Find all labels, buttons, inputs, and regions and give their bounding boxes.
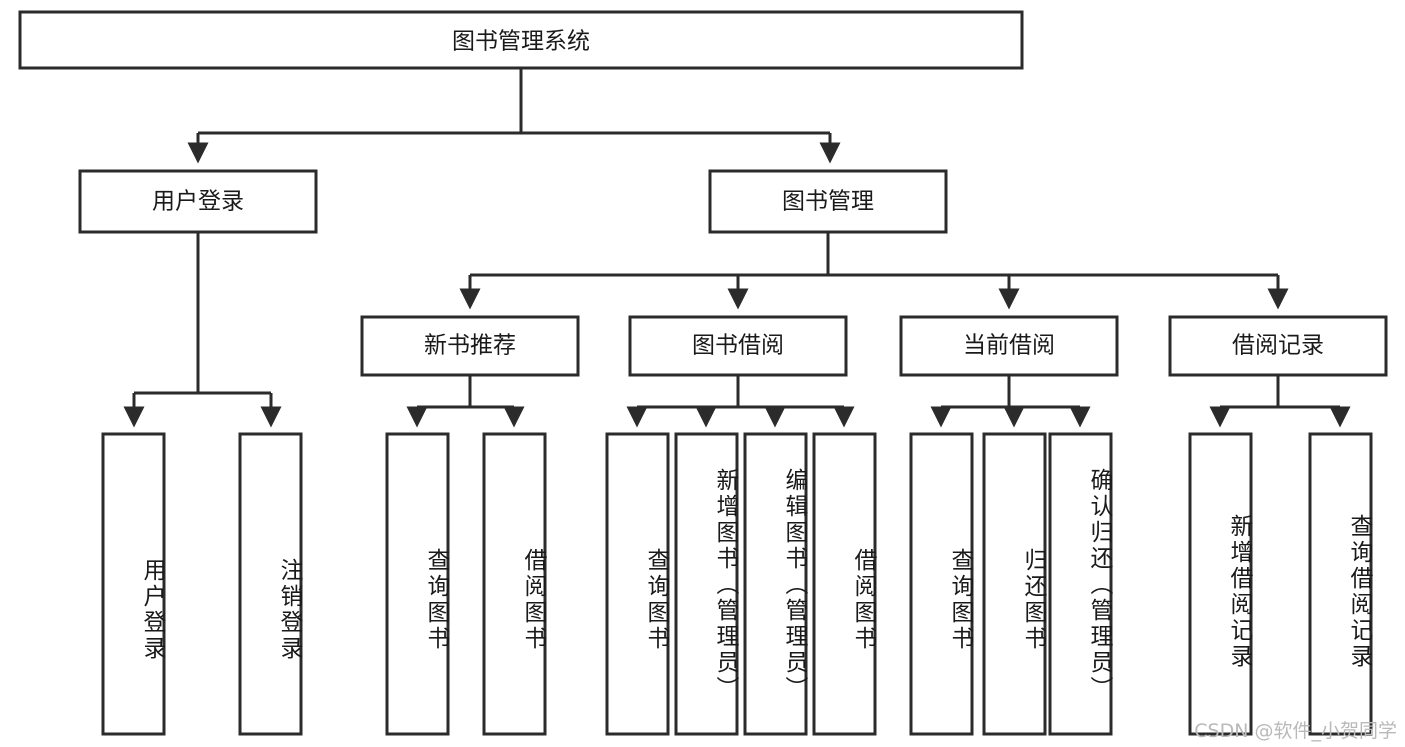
node-new-book-rec-label: 新书推荐 <box>424 333 516 359</box>
connector-user-login-to-leaves <box>123 232 282 428</box>
leaf-boxes <box>101 432 1373 736</box>
leaf-box-borrow-book-1[interactable] <box>482 432 547 736</box>
node-root-label: 图书管理系统 <box>452 29 590 55</box>
node-user-login-label: 用户登录 <box>152 189 244 215</box>
node-root[interactable]: 图书管理系统 <box>18 10 1024 70</box>
leaf-box-add-record[interactable] <box>1188 432 1253 736</box>
node-book-borrow[interactable]: 图书借阅 <box>628 315 848 377</box>
node-borrow-record[interactable]: 借阅记录 <box>1168 315 1388 377</box>
leaf-box-query-record[interactable] <box>1308 432 1373 736</box>
node-current-borrow[interactable]: 当前借阅 <box>899 315 1119 377</box>
node-book-manage[interactable]: 图书管理 <box>708 169 948 234</box>
leaf-box-add-book[interactable] <box>674 432 739 736</box>
connector-book-manage-to-level3 <box>459 232 1289 310</box>
connector-current-borrow-to-leaves <box>930 375 1091 428</box>
connector-root-to-level2 <box>187 68 841 164</box>
leaf-box-user-login[interactable] <box>101 432 166 736</box>
node-book-borrow-label: 图书借阅 <box>692 333 784 359</box>
leaf-box-edit-book[interactable] <box>743 432 808 736</box>
leaf-box-logout[interactable] <box>238 432 303 736</box>
node-current-borrow-label: 当前借阅 <box>963 333 1055 359</box>
node-new-book-rec[interactable]: 新书推荐 <box>360 315 580 377</box>
connector-new-book-rec-to-leaves <box>406 375 525 428</box>
leaf-box-query-book-1[interactable] <box>385 432 450 736</box>
leaf-box-confirm-return[interactable] <box>1048 432 1113 736</box>
leaf-box-return-book[interactable] <box>982 432 1047 736</box>
node-user-login[interactable]: 用户登录 <box>78 169 318 234</box>
leaf-box-query-book-3[interactable] <box>909 432 974 736</box>
node-borrow-record-label: 借阅记录 <box>1232 333 1324 359</box>
leaf-box-borrow-book-2[interactable] <box>812 432 877 736</box>
connector-borrow-record-to-leaves <box>1209 375 1351 428</box>
leaf-box-query-book-2[interactable] <box>605 432 670 736</box>
node-book-manage-label: 图书管理 <box>782 189 874 215</box>
watermark-text: CSDN @软件_小贺同学 <box>1194 720 1397 742</box>
connector-book-borrow-to-leaves <box>626 375 855 428</box>
